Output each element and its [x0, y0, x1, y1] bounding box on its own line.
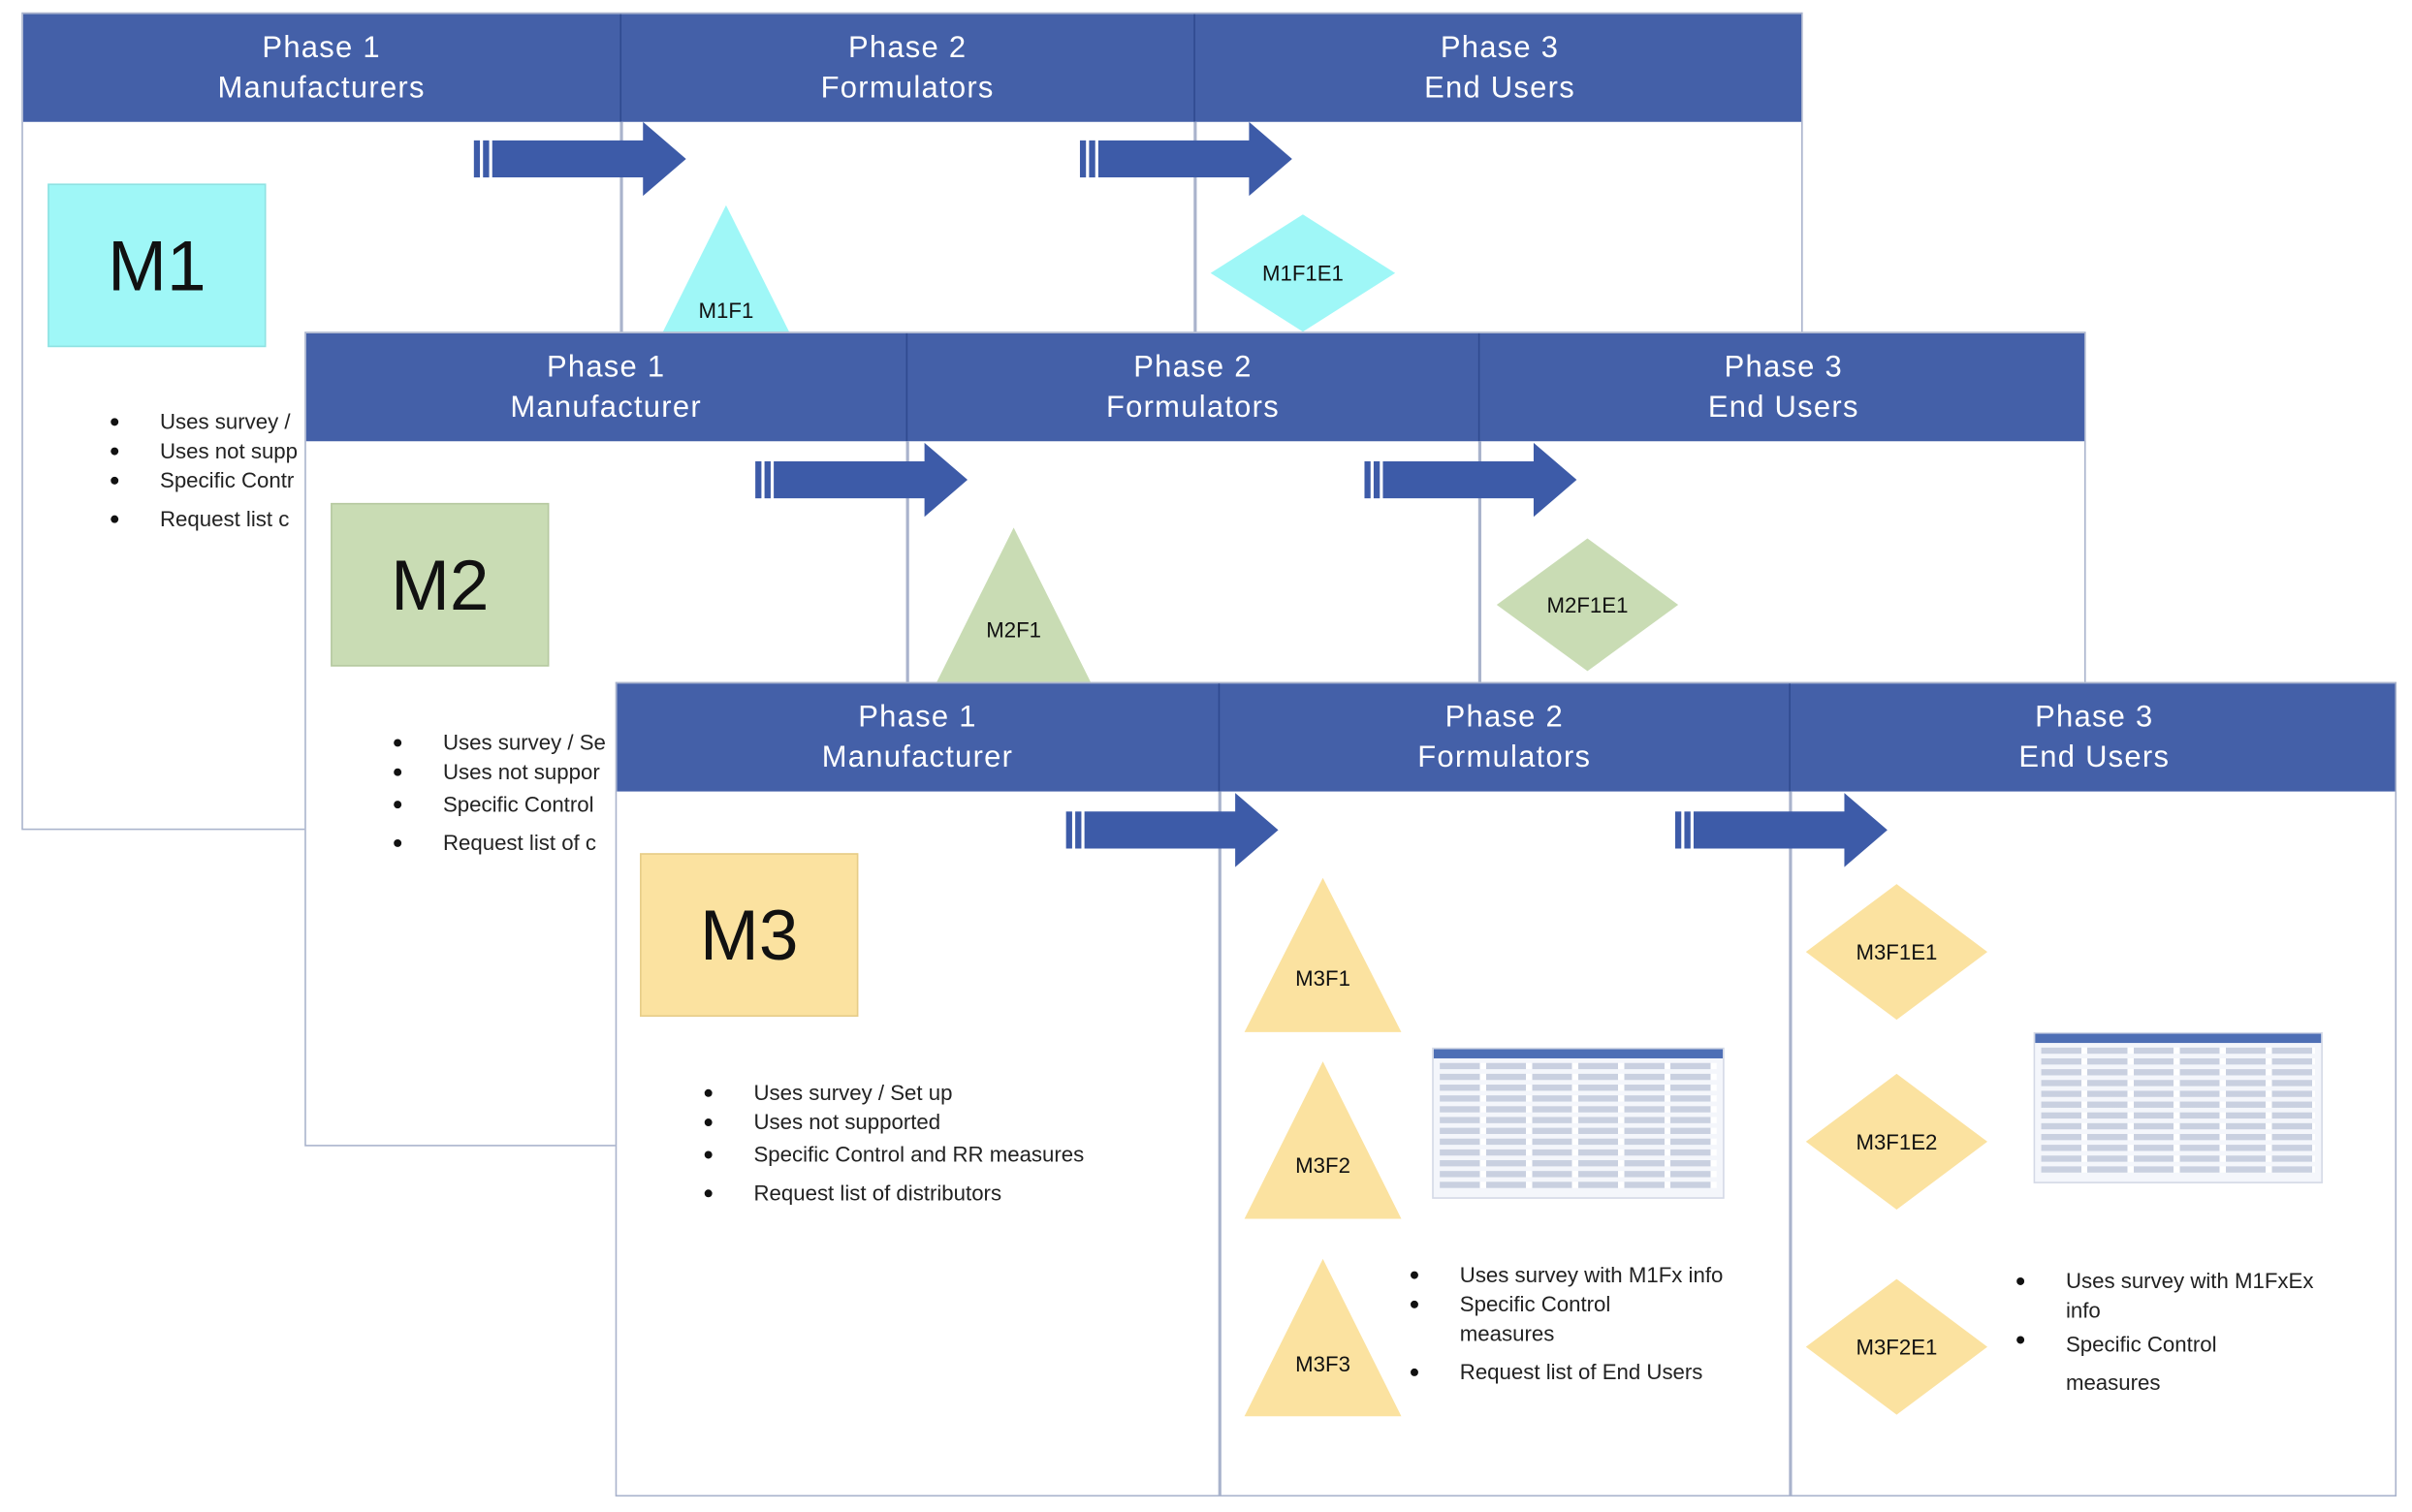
- phase-2-header: Phase 2 Formulators: [905, 332, 1478, 442]
- table-thumbnail: [2033, 1031, 2323, 1183]
- end-user-label: M2F1E1: [1547, 593, 1629, 617]
- phase-1-bullets: Uses survey / Uses not supp Specific Con…: [111, 407, 298, 534]
- phase-3-title: Phase 3: [2035, 700, 2154, 735]
- right-arrow-icon: [1065, 793, 1279, 867]
- card-m3: Phase 1 Manufacturer Phase 2 Formulators…: [615, 681, 2397, 1497]
- list-item: Specific Control and RR measures: [704, 1140, 1084, 1169]
- formulator-label: M2F1: [986, 617, 1041, 642]
- list-item: Uses not suppor: [394, 758, 606, 787]
- end-user-diamond: M2F1E1: [1496, 538, 1679, 672]
- phase-3-subtitle: End Users: [1707, 390, 1859, 425]
- phase-2-header: Phase 2 Formulators: [619, 14, 1193, 122]
- column-divider: [1218, 791, 1222, 1496]
- list-item: Request list of c: [394, 829, 606, 858]
- formulator-triangle: M3F3: [1244, 1258, 1402, 1417]
- phase-header: Phase 1 Manufacturers Phase 2 Formulator…: [22, 14, 1802, 122]
- list-item: Uses survey /: [111, 407, 298, 436]
- end-user-diamond: M3F1E2: [1805, 1073, 1988, 1210]
- list-item: Specific Control: [394, 790, 606, 819]
- phase-3-header: Phase 3 End Users: [1477, 332, 2084, 442]
- end-user-diamond: M1F1E1: [1210, 214, 1396, 332]
- phase-1-subtitle: Manufacturer: [821, 740, 1014, 775]
- list-item: Uses survey / Se: [394, 728, 606, 757]
- formulator-label: M3F3: [1295, 1352, 1350, 1376]
- column-divider: [1789, 791, 1792, 1496]
- phase-3-title: Phase 3: [1440, 30, 1560, 65]
- phase-header: Phase 1 Manufacturer Phase 2 Formulators…: [617, 683, 2396, 792]
- list-item: Uses survey with M1Fx info: [1411, 1261, 1780, 1290]
- phase-header: Phase 1 Manufacturer Phase 2 Formulators…: [305, 332, 2084, 442]
- phase-1-title: Phase 1: [858, 700, 977, 735]
- table-thumbnail: [1432, 1047, 1725, 1199]
- phase-2-title: Phase 2: [1444, 700, 1565, 735]
- phase-2-subtitle: Formulators: [1105, 390, 1280, 425]
- manufacturer-label: M1: [108, 225, 206, 306]
- list-item: Specific Control measures: [2016, 1325, 2266, 1402]
- manufacturer-box: M2: [331, 502, 550, 667]
- end-user-label: M3F1E2: [1856, 1130, 1937, 1154]
- formulator-triangle: M3F2: [1244, 1061, 1402, 1219]
- list-item: Specific Control measures: [1411, 1290, 1675, 1348]
- phase-1-title: Phase 1: [546, 350, 666, 385]
- end-user-diamond: M3F1E1: [1805, 884, 1988, 1021]
- end-user-label: M1F1E1: [1262, 262, 1344, 286]
- phase-2-header: Phase 2 Formulators: [1218, 683, 1790, 792]
- phase-1-bullets: Uses survey / Set up Uses not supported …: [704, 1079, 1085, 1209]
- phase-3-subtitle: End Users: [1424, 71, 1575, 106]
- right-arrow-icon: [755, 442, 968, 518]
- end-user-label: M3F2E1: [1856, 1336, 1937, 1360]
- right-arrow-icon: [473, 121, 686, 197]
- phase-2-bullets: Uses survey with M1Fx info Specific Cont…: [1411, 1261, 1780, 1388]
- list-item: Specific Contr: [111, 466, 298, 495]
- formulator-triangle: M3F1: [1244, 877, 1402, 1032]
- list-item: Request list of distributors: [704, 1179, 1085, 1208]
- formulator-triangle: M2F1: [936, 527, 1091, 682]
- list-item: Request list of End Users: [1411, 1358, 1780, 1387]
- list-item: Request list c: [111, 505, 298, 534]
- list-item: Uses survey with M1FxEx info: [2016, 1267, 2328, 1325]
- list-item: Uses not supp: [111, 436, 298, 465]
- phase-1-header: Phase 1 Manufacturer: [306, 333, 906, 441]
- end-user-label: M3F1E1: [1856, 940, 1937, 964]
- formulator-label: M1F1: [699, 299, 754, 323]
- phase-1-bullets: Uses survey / Se Uses not suppor Specifi…: [394, 728, 606, 858]
- list-item: Uses survey / Set up: [704, 1079, 1085, 1108]
- list-item: Uses not supported: [704, 1108, 1085, 1137]
- formulator-label: M3F2: [1295, 1153, 1350, 1178]
- phase-2-title: Phase 2: [847, 30, 968, 65]
- phase-1-header: Phase 1 Manufacturer: [617, 683, 1218, 791]
- phase-3-title: Phase 3: [1724, 350, 1843, 385]
- phase-3-bullets: Uses survey with M1FxEx info Specific Co…: [2016, 1267, 2324, 1402]
- right-arrow-icon: [1364, 442, 1577, 518]
- phase-2-subtitle: Formulators: [820, 71, 995, 106]
- manufacturer-label: M2: [391, 544, 490, 625]
- manufacturer-label: M3: [700, 895, 799, 976]
- phase-1-subtitle: Manufacturer: [510, 390, 702, 425]
- phase-1-subtitle: Manufacturers: [217, 71, 426, 106]
- right-arrow-icon: [1674, 793, 1888, 867]
- phase-3-header: Phase 3 End Users: [1193, 14, 1801, 122]
- manufacturer-box: M1: [48, 183, 267, 348]
- end-user-diamond: M3F2E1: [1805, 1278, 1988, 1415]
- phase-1-header: Phase 1 Manufacturers: [23, 14, 620, 121]
- formulator-triangle: M1F1: [659, 205, 793, 338]
- phase-2-title: Phase 2: [1133, 350, 1253, 385]
- phase-3-header: Phase 3 End Users: [1789, 683, 2395, 792]
- right-arrow-icon: [1079, 121, 1292, 197]
- manufacturer-box: M3: [640, 853, 859, 1017]
- phase-3-subtitle: End Users: [2018, 740, 2171, 775]
- formulator-label: M3F1: [1295, 966, 1350, 991]
- phase-2-subtitle: Formulators: [1417, 740, 1592, 775]
- phase-1-title: Phase 1: [262, 30, 381, 65]
